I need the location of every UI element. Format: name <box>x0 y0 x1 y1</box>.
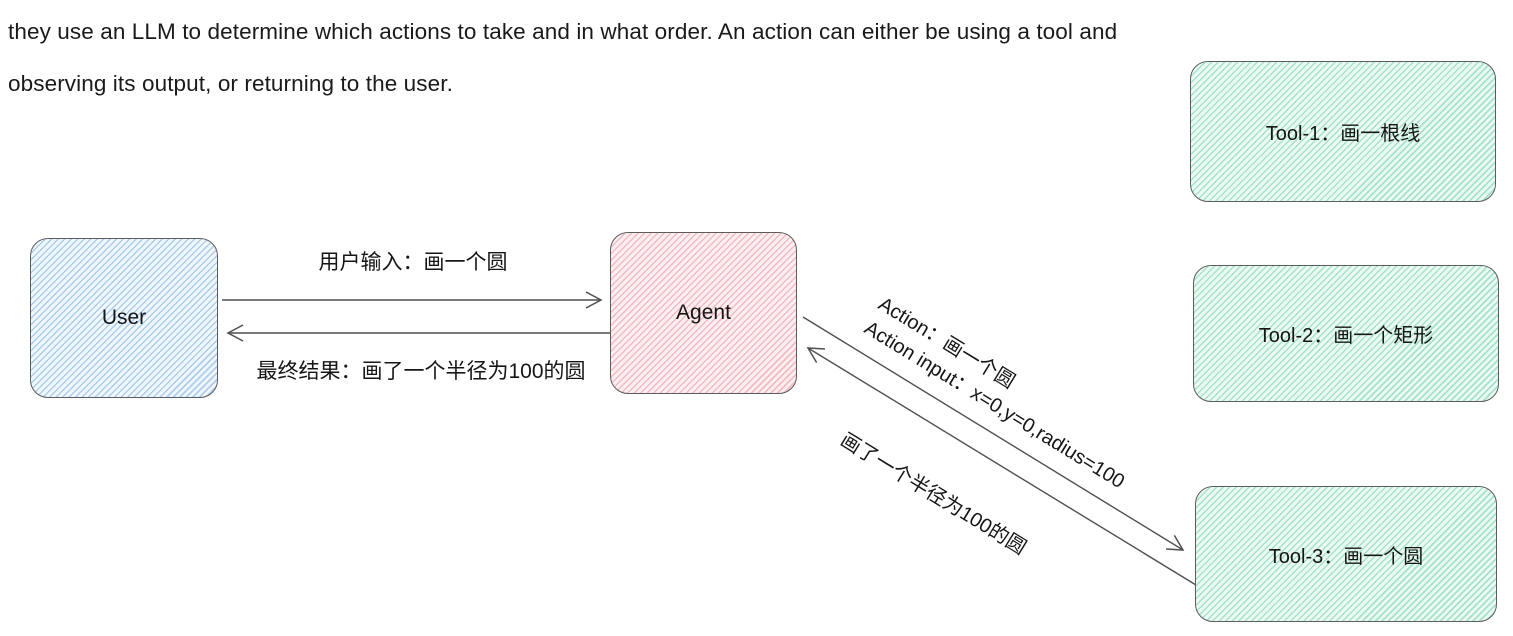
node-user: User <box>30 238 218 398</box>
node-tool-1-label: Tool-1：画一根线 <box>1265 123 1421 145</box>
edge-label-final-result: 最终结果：画了一个半径为100的圆 <box>256 360 586 383</box>
node-agent-label: Agent <box>676 301 731 324</box>
node-tool-2: Tool-2：画一个矩形 <box>1193 265 1499 402</box>
node-tool-3: Tool-3：画一个圆 <box>1195 486 1497 622</box>
node-agent: Agent <box>610 232 797 394</box>
node-tool-3-label: Tool-3：画一个圆 <box>1268 545 1424 568</box>
edge-label-tool-result: 画了一个半径为100的圆 <box>836 429 1030 560</box>
intro-paragraph: they use an LLM to determine which actio… <box>8 6 1408 110</box>
edge-label-user-input: 用户输入：画一个圆 <box>318 251 508 274</box>
intro-paragraph-line2: observing its output, or returning to th… <box>8 71 453 96</box>
node-user-label: User <box>101 306 147 329</box>
node-tool-1: Tool-1：画一根线 <box>1190 61 1496 202</box>
node-tool-2-label: Tool-2：画一个矩形 <box>1258 325 1434 347</box>
intro-paragraph-line1: they use an LLM to determine which actio… <box>8 19 1118 44</box>
